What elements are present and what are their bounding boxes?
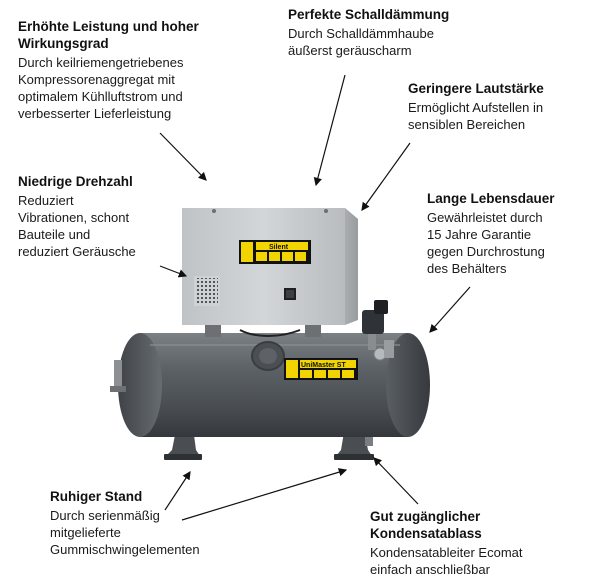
hood-brackets bbox=[205, 325, 321, 337]
callout-lautstaerke: Geringere Lautstärke Ermöglicht Aufstell… bbox=[408, 80, 598, 133]
callout-schalldaemmung: Perfekte Schalldämmung Durch Schalldämmh… bbox=[288, 6, 508, 59]
callout-text: Ermöglicht Aufstellen in sensiblen Berei… bbox=[408, 100, 544, 132]
callout-title: Erhöhte Leistung und hoher Wirkungsgrad bbox=[18, 19, 199, 51]
callout-title: Perfekte Schalldämmung bbox=[288, 7, 450, 22]
callout-text: Durch serienmäßig mitgelieferte Gummisch… bbox=[50, 508, 200, 557]
callout-text: Gewährleistet durch 15 Jahre Garantie ge… bbox=[427, 210, 545, 276]
pressure-tank bbox=[110, 333, 430, 437]
callout-text: Durch keilriemengetriebenes Kompressoren… bbox=[18, 55, 184, 121]
callout-text: Kondensatableiter Ecomat einfach anschli… bbox=[370, 545, 523, 577]
callout-stand: Ruhiger Stand Durch serienmäßig mitgelie… bbox=[50, 488, 270, 558]
sound-hood: Silent bbox=[182, 208, 358, 325]
callout-title: Geringere Lautstärke bbox=[408, 81, 544, 96]
tank-badge: UniMaster ST bbox=[284, 358, 358, 380]
callout-drehzahl: Niedrige Drehzahl Reduziert Vibrationen,… bbox=[18, 173, 178, 260]
callout-text: Reduziert Vibrationen, schont Bauteile u… bbox=[18, 193, 136, 259]
hood-label: Silent bbox=[269, 244, 289, 251]
callout-title: Niedrige Drehzahl bbox=[18, 174, 133, 189]
callout-title: Lange Lebensdauer bbox=[427, 191, 555, 206]
callout-title: Ruhiger Stand bbox=[50, 489, 143, 504]
callout-lebensdauer: Lange Lebensdauer Gewährleistet durch 15… bbox=[427, 190, 597, 277]
callout-text: Durch Schalldämmhaube äußerst geräuschar… bbox=[288, 26, 434, 58]
callout-title: Gut zugänglicher Kondensatablass bbox=[370, 509, 482, 541]
pressure-switch bbox=[362, 300, 394, 361]
callout-kondensat: Gut zugänglicher Kondensatablass Kondens… bbox=[370, 508, 595, 578]
tank-label: UniMaster ST bbox=[301, 362, 346, 369]
callout-leistung: Erhöhte Leistung und hoher Wirkungsgrad … bbox=[18, 18, 288, 122]
